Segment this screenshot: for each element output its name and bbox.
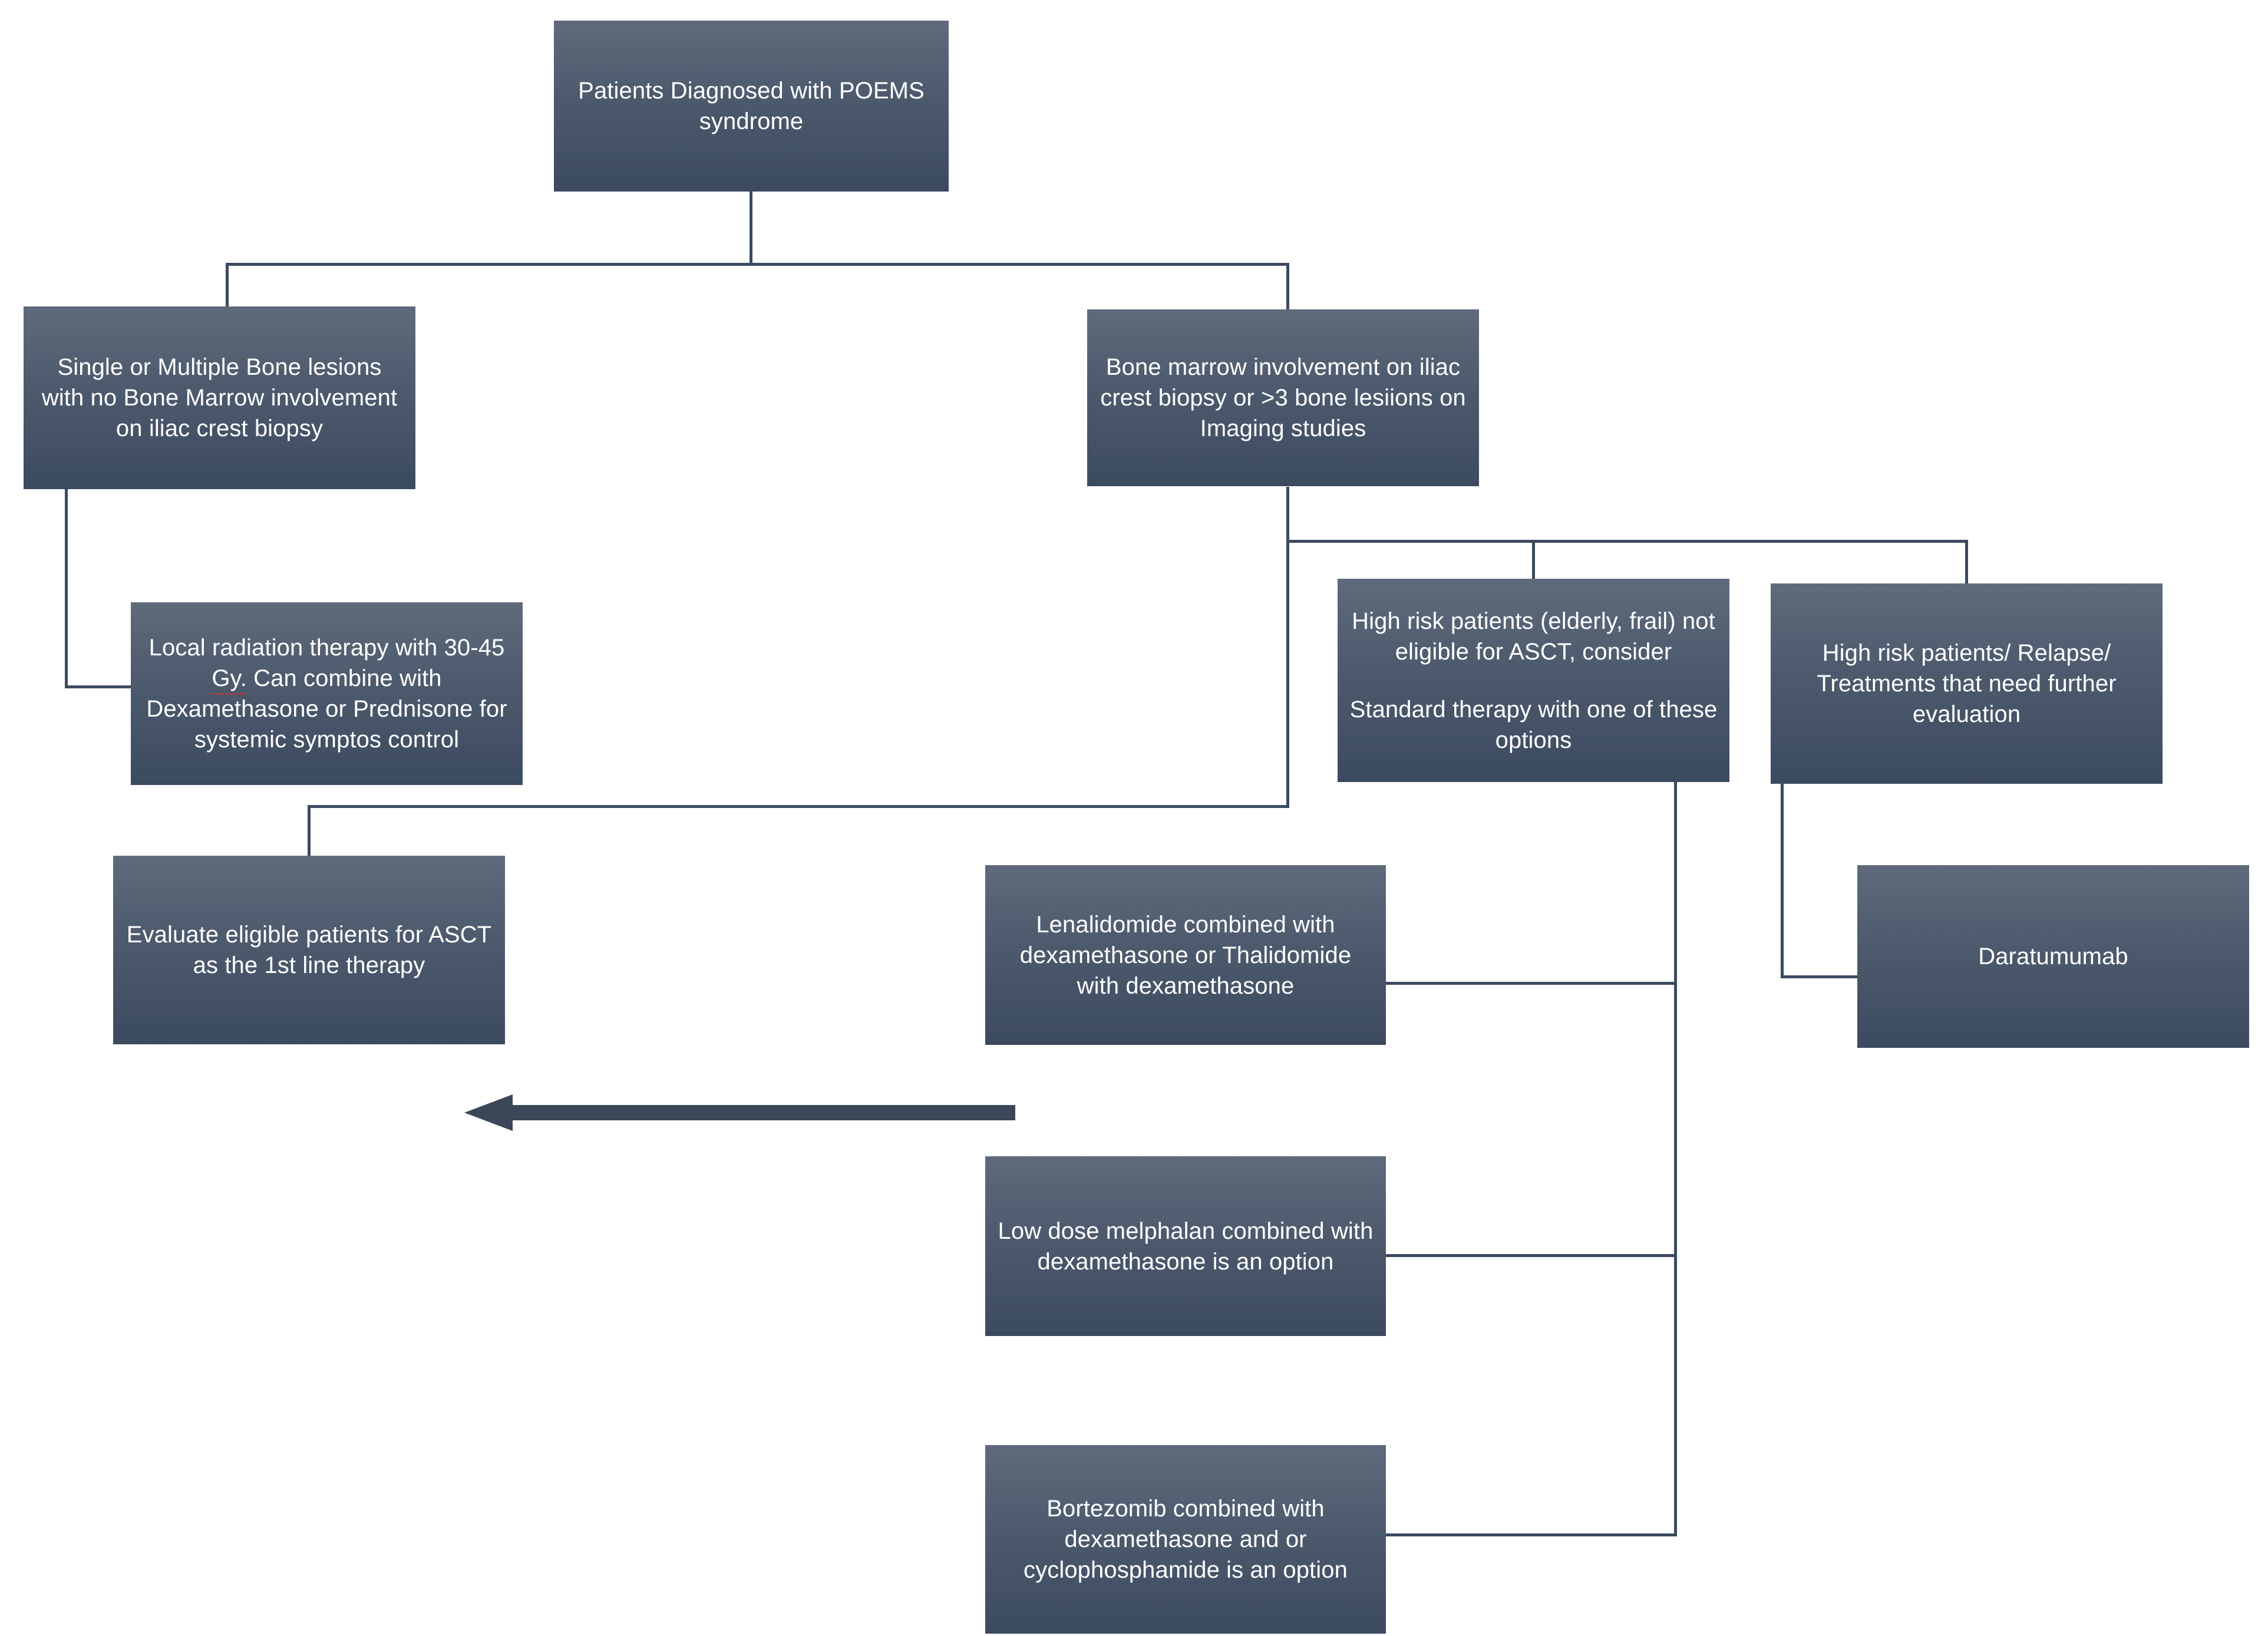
node-root-diagnosis[interactable]: Patients Diagnosed with POEMS syndrome	[554, 21, 949, 192]
node-right-branch-marrow-involvement[interactable]: Bone marrow involvement on iliac crest b…	[1087, 309, 1479, 486]
node-daratumumab[interactable]: Daratumumab	[1857, 865, 2249, 1048]
arrow-head-icon	[464, 1094, 513, 1131]
connector-asct-feed-horizontal	[308, 805, 1289, 808]
connector-standard-options-spine	[1674, 782, 1677, 1536]
connector-left-branch-to-radiation	[65, 685, 136, 688]
high-risk-standard-para1: High risk patients (elderly, frail) not …	[1352, 608, 1715, 665]
connector-right-branch-options-bar	[1286, 540, 1968, 543]
node-high-risk-standard-body: High risk patients (elderly, frail) not …	[1348, 606, 1719, 756]
result-arrow-to-asct	[464, 1094, 1015, 1131]
node-lenalidomide-option[interactable]: Lenalidomide combined with dexamethasone…	[985, 865, 1386, 1045]
connector-options-bar-to-high-risk-relapse	[1965, 540, 1968, 587]
connector-options-bar-to-high-risk-standard	[1532, 540, 1535, 582]
connector-spine-to-lenalidomide	[1384, 982, 1677, 985]
connector-relapse-drop	[1781, 784, 1784, 978]
node-melphalan-label: Low dose melphalan combined with dexamet…	[998, 1218, 1374, 1275]
connector-left-branch-down	[65, 489, 68, 688]
connector-split-to-right-branch	[1286, 263, 1289, 311]
node-bortezomib-label: Bortezomib combined with dexamethasone a…	[1024, 1496, 1348, 1583]
connector-relapse-to-daratumumab	[1781, 975, 1863, 978]
connector-asct-drop	[308, 805, 311, 859]
node-melphalan-option[interactable]: Low dose melphalan combined with dexamet…	[985, 1156, 1386, 1336]
node-asct-label: Evaluate eligible patients for ASCT as t…	[126, 922, 492, 978]
node-left-branch-bone-lesions[interactable]: Single or Multiple Bone lesions with no …	[24, 306, 415, 489]
connector-right-branch-options-drop	[1286, 487, 1289, 543]
radiation-text-part2: Can combine with Dexamethasone or Predni…	[146, 665, 507, 753]
node-high-risk-standard-therapy[interactable]: High risk patients (elderly, frail) not …	[1338, 579, 1729, 782]
node-lenalidomide-label: Lenalidomide combined with dexamethasone…	[1019, 911, 1352, 999]
connector-split-bar	[226, 263, 1289, 266]
high-risk-standard-para2: Standard therapy with one of these optio…	[1349, 696, 1718, 753]
connector-spine-to-melphalan	[1384, 1254, 1677, 1257]
node-right-branch-label: Bone marrow involvement on iliac crest b…	[1100, 354, 1466, 441]
node-local-radiation-therapy[interactable]: Local radiation therapy with 30-45 Gy. C…	[131, 602, 523, 785]
connector-root-to-split	[750, 192, 752, 265]
radiation-misspelled-word: Gy.	[212, 663, 247, 695]
connector-split-to-left-branch	[226, 263, 229, 309]
node-bortezomib-option[interactable]: Bortezomib combined with dexamethasone a…	[985, 1445, 1386, 1634]
radiation-text-part1: Local radiation therapy with 30-45	[148, 635, 505, 661]
connector-spine-to-bortezomib	[1384, 1533, 1677, 1536]
connector-right-branch-down-to-asct	[1286, 487, 1289, 808]
node-high-risk-relapse-label: High risk patients/ Relapse/ Treatments …	[1817, 640, 2117, 727]
node-left-branch-label: Single or Multiple Bone lesions with no …	[41, 354, 398, 441]
node-daratumumab-label: Daratumumab	[1978, 944, 2128, 969]
node-root-label: Patients Diagnosed with POEMS syndrome	[578, 78, 925, 134]
node-high-risk-relapse[interactable]: High risk patients/ Relapse/ Treatments …	[1771, 583, 2163, 784]
arrow-shaft	[511, 1105, 1015, 1120]
node-radiation-label: Local radiation therapy with 30-45 Gy. C…	[141, 632, 512, 755]
node-evaluate-asct[interactable]: Evaluate eligible patients for ASCT as t…	[113, 856, 505, 1044]
